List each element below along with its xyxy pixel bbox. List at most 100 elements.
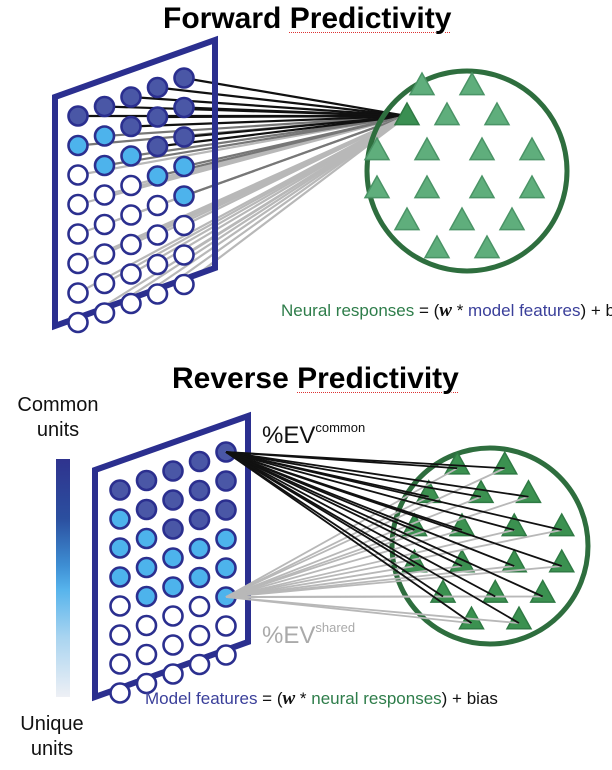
neuron <box>448 548 476 573</box>
neuron <box>458 71 486 96</box>
model-unit <box>120 204 142 226</box>
connection-line <box>183 76 408 118</box>
model-unit <box>109 682 131 704</box>
forward-model-feature-panel <box>52 35 218 331</box>
common-connection-line <box>225 451 515 531</box>
connection-line <box>130 115 408 305</box>
model-unit <box>173 214 195 237</box>
model-unit <box>120 145 142 167</box>
connection-line <box>183 114 408 139</box>
model-unit <box>215 615 237 637</box>
shared-connection-line <box>225 495 482 598</box>
model-unit <box>93 243 116 265</box>
shared-connection-line <box>225 565 562 598</box>
connection-line <box>104 114 408 138</box>
reverse-model-units <box>109 441 237 704</box>
model-unit <box>146 224 169 246</box>
title-text: Forward <box>163 2 290 35</box>
connection-line <box>103 115 408 314</box>
model-unit <box>146 106 169 128</box>
model-unit <box>67 164 89 186</box>
shared-connection-line <box>225 495 430 598</box>
model-unit <box>188 450 211 473</box>
common-connection-line <box>225 451 444 598</box>
neuron <box>468 174 496 199</box>
model-unit <box>93 213 116 236</box>
model-unit <box>93 302 116 324</box>
neuron <box>413 174 441 199</box>
shared-connection-line <box>225 529 515 598</box>
neuron <box>548 512 576 537</box>
model-unit <box>162 634 184 656</box>
model-unit <box>93 184 116 206</box>
neuron <box>491 450 519 475</box>
title-text: Reverse <box>172 362 298 395</box>
neuron <box>413 136 441 161</box>
connection-line <box>157 86 408 118</box>
connection-line <box>183 114 408 168</box>
model-unit <box>109 595 131 617</box>
forward-predictivity-title: Forward Predictivity <box>163 2 451 36</box>
ev-common-label: %EVcommon <box>262 420 366 449</box>
common-connection-line <box>225 451 496 598</box>
model-unit <box>67 282 89 304</box>
connection-line <box>157 114 408 119</box>
title-underlined-text: Predictivity <box>297 362 459 395</box>
panel-frame <box>52 35 218 331</box>
reverse-predictivity-title: Reverse Predictivity <box>172 362 459 396</box>
model-unit <box>215 644 237 666</box>
model-unit <box>120 115 142 138</box>
connection-line <box>156 115 408 295</box>
common-connection-line <box>225 451 529 498</box>
model-unit <box>188 624 211 647</box>
model-unit <box>135 585 158 608</box>
neuron <box>363 136 391 161</box>
equation-rhs-term: neural responses <box>311 689 442 708</box>
common-connection-line <box>225 451 520 624</box>
common-connection-line <box>225 451 562 531</box>
model-unit <box>120 233 142 256</box>
equation-rhs-term: model features <box>468 301 581 320</box>
model-unit <box>173 67 195 89</box>
neuron <box>498 206 526 231</box>
model-unit <box>67 311 89 334</box>
model-unit <box>146 253 169 276</box>
connection-line <box>183 106 408 118</box>
model-unit <box>162 663 184 685</box>
model-unit <box>93 272 116 295</box>
neuron <box>393 206 421 231</box>
target-neuron <box>393 101 421 126</box>
model-unit <box>162 605 184 627</box>
equation-lhs: Model features <box>145 689 258 708</box>
model-unit <box>109 508 131 530</box>
shared-connection-line <box>225 596 520 624</box>
neural-population-circle <box>364 68 570 274</box>
neuron <box>408 71 436 96</box>
neuron <box>473 234 501 259</box>
connection-line <box>183 114 408 198</box>
forward-model-units <box>67 67 195 334</box>
neuron <box>515 479 542 504</box>
weight-symbol: w <box>439 300 452 321</box>
model-unit <box>93 154 116 177</box>
model-unit <box>109 479 131 501</box>
model-unit <box>135 643 158 666</box>
equation-operator: = ( <box>257 689 283 708</box>
neuron <box>548 548 576 573</box>
model-unit <box>162 576 184 598</box>
model-unit <box>120 174 142 197</box>
model-unit <box>162 547 184 569</box>
connection-line <box>157 114 408 148</box>
connection-line <box>130 114 408 128</box>
model-unit <box>188 537 211 560</box>
equation-lhs: Neural responses <box>281 301 415 320</box>
reverse-model-feature-panel <box>92 411 251 702</box>
neuron <box>518 136 546 161</box>
ev-shared-label: %EVshared <box>262 620 356 649</box>
model-unit <box>173 185 195 207</box>
neuron <box>529 578 557 603</box>
model-unit <box>173 273 195 296</box>
model-unit <box>120 86 142 108</box>
